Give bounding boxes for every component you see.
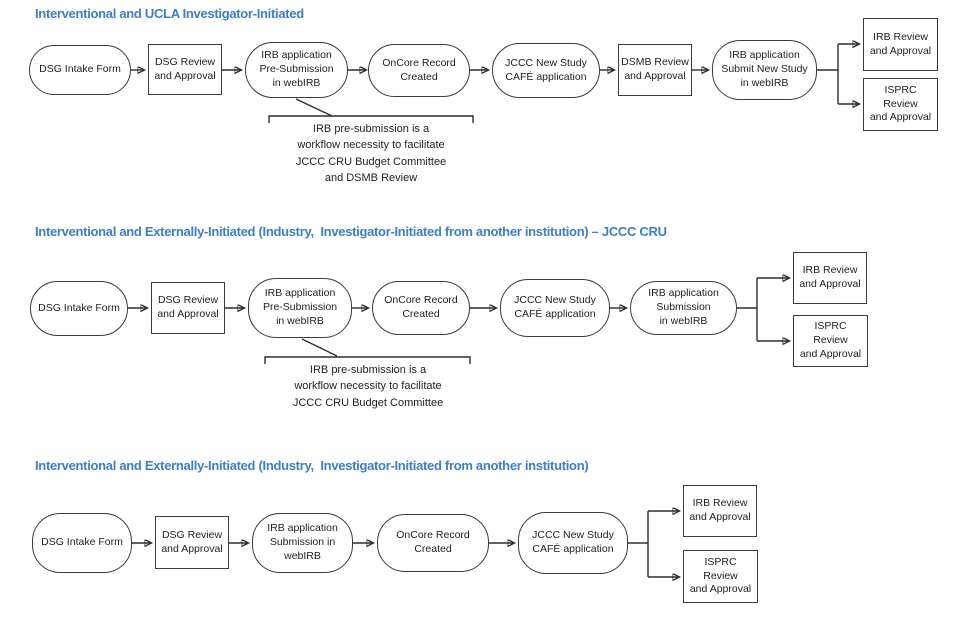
s1-node-dsg-review-approval: DSG Review and Approval [148,44,222,95]
s2-node-jccc-new-study-cafe: JCCC New Study CAFÉ application [500,279,610,337]
s1-node-irb-review-approval: IRB Review and Approval [863,18,938,71]
section-1-note: IRB pre-submission is a workflow necessi… [295,123,447,184]
s2-node-dsg-review-approval: DSG Review and Approval [151,282,225,334]
note-2-bracket [264,356,471,364]
s2-node-dsg-intake-form: DSG Intake Form [30,281,128,336]
section-3-title: Interventional and Externally-Initiated … [35,458,589,473]
s3-node-jccc-new-study-cafe: JCCC New Study CAFÉ application [518,512,628,574]
s3-node-dsg-review-approval: DSG Review and Approval [155,516,229,569]
s3-node-dsg-intake-form: DSG Intake Form [32,513,132,573]
s1-node-irb-pre-submission-webirb: IRB application Pre-Submission in webIRB [245,42,348,98]
s1-node-irb-submit-new-study-webirb: IRB application Submit New Study in webI… [712,40,817,100]
s1-node-dsg-intake-form: DSG Intake Form [29,45,131,95]
s2-node-irb-submission-webirb: IRB application Submission in webIRB [630,281,737,335]
s3-node-irb-submission-webirb: IRB application Submission in webIRB [252,513,353,573]
s2-node-oncore-record-created: OnCore Record Created [372,281,470,335]
section-2-note: IRB pre-submission is a workflow necessi… [292,364,444,409]
s2-node-irb-review-approval: IRB Review and Approval [793,252,867,304]
connectors-row-2 [128,278,789,364]
s2-node-isprc-review-approval: ISPRC Review and Approval [793,315,868,367]
note-1-leader-line [295,98,333,117]
note-1-bracket [268,115,474,123]
s1-node-oncore-record-created: OnCore Record Created [368,44,470,97]
s1-node-dsmb-review-approval: DSMB Review and Approval [618,44,692,96]
section-1-title: Interventional and UCLA Investigator-Ini… [35,6,304,21]
s3-node-oncore-record-created: OnCore Record Created [377,514,489,572]
s1-node-jccc-new-study-cafe: JCCC New Study CAFÉ application [492,43,600,98]
s2-node-irb-pre-submission-webirb: IRB application Pre-Submission in webIRB [248,278,352,338]
s3-node-isprc-review-approval: ISPRC Review and Approval [683,550,758,603]
section-2-title: Interventional and Externally-Initiated … [35,224,667,239]
s3-node-irb-review-approval: IRB Review and Approval [683,485,757,537]
connectors-row-3 [132,511,679,577]
connectors-row-1 [131,44,859,123]
note-2-leader-line [301,338,338,357]
s1-node-isprc-review-approval: ISPRC Review and Approval [863,78,938,131]
